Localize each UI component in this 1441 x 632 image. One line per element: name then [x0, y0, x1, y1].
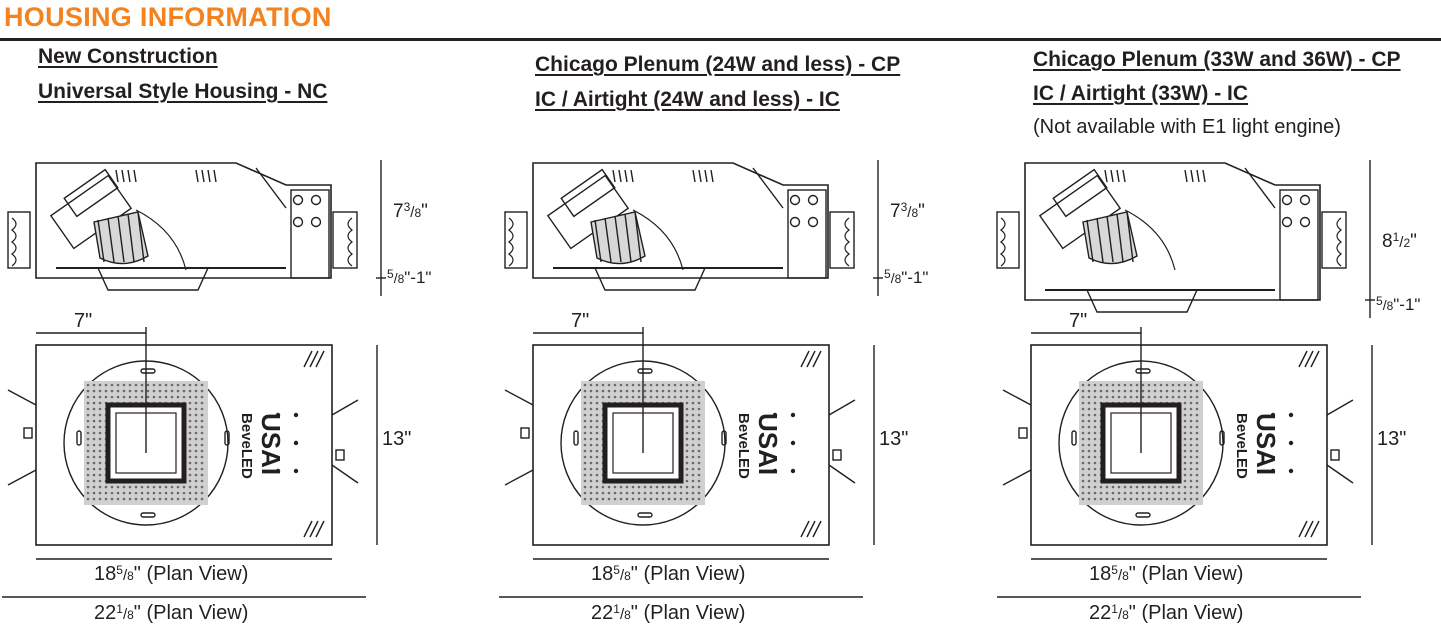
housing-height-label: 81/2" [1382, 230, 1417, 252]
depth-dimension: 13" [1377, 428, 1406, 450]
beveled-logo: BeveLED [1233, 413, 1250, 479]
housing-heading-line2: IC / Airtight (33W) - IC [1033, 82, 1249, 105]
aperture-dimension: 7" [1069, 310, 1087, 332]
usai-logo: USAI [753, 413, 783, 475]
trim-thickness-label: 5/8"-1" [387, 267, 431, 287]
plan-width-outer: 221/8" (Plan View) [94, 602, 248, 624]
page-title: HOUSING INFORMATION [4, 2, 332, 32]
side-view: 73/8" 5/8"-1" [7, 160, 431, 296]
housing-heading-line1: Chicago Plenum (33W and 36W) - CP [1033, 48, 1401, 71]
usai-logo: USAI [1251, 413, 1281, 475]
aperture-dimension: 7" [74, 310, 92, 332]
beveled-logo: BeveLED [238, 413, 255, 479]
usai-logo: USAI [256, 413, 286, 475]
housing-note: (Not available with E1 light engine) [1033, 116, 1341, 138]
plan-width-inner: 185/8" (Plan View) [591, 563, 745, 585]
aperture-dimension: 7" [571, 310, 589, 332]
housing-column-3: Chicago Plenum (33W and 36W) - CP IC / Ai… [996, 0, 1441, 632]
title-rule [0, 38, 1441, 41]
trim-thickness-label: 5/8"-1" [1376, 294, 1420, 314]
housing-heading-line2: Universal Style Housing - NC [38, 80, 328, 103]
plan-width-outer: 221/8" (Plan View) [591, 602, 745, 624]
side-view: 73/8" 5/8"-1" [504, 160, 928, 296]
plan-width-inner: 185/8" (Plan View) [94, 563, 248, 585]
depth-dimension: 13" [879, 428, 908, 450]
plan-width-inner: 185/8" (Plan View) [1089, 563, 1243, 585]
housing-heading-line1: New Construction [38, 45, 218, 68]
housing-height-label: 73/8" [890, 200, 925, 222]
plan-width-outer: 221/8" (Plan View) [1089, 602, 1243, 624]
housing-heading-line2: IC / Airtight (24W and less) - IC [535, 88, 840, 111]
housing-column-2: Chicago Plenum (24W and less) - CP IC / A… [499, 0, 1015, 632]
housing-heading-line1: Chicago Plenum (24W and less) - CP [535, 53, 901, 76]
housing-height-label: 73/8" [393, 200, 428, 222]
beveled-logo: BeveLED [735, 413, 752, 479]
depth-dimension: 13" [382, 428, 411, 450]
trim-thickness-label: 5/8"-1" [884, 267, 928, 287]
side-view: 81/2" 5/8"-1" [996, 160, 1420, 318]
